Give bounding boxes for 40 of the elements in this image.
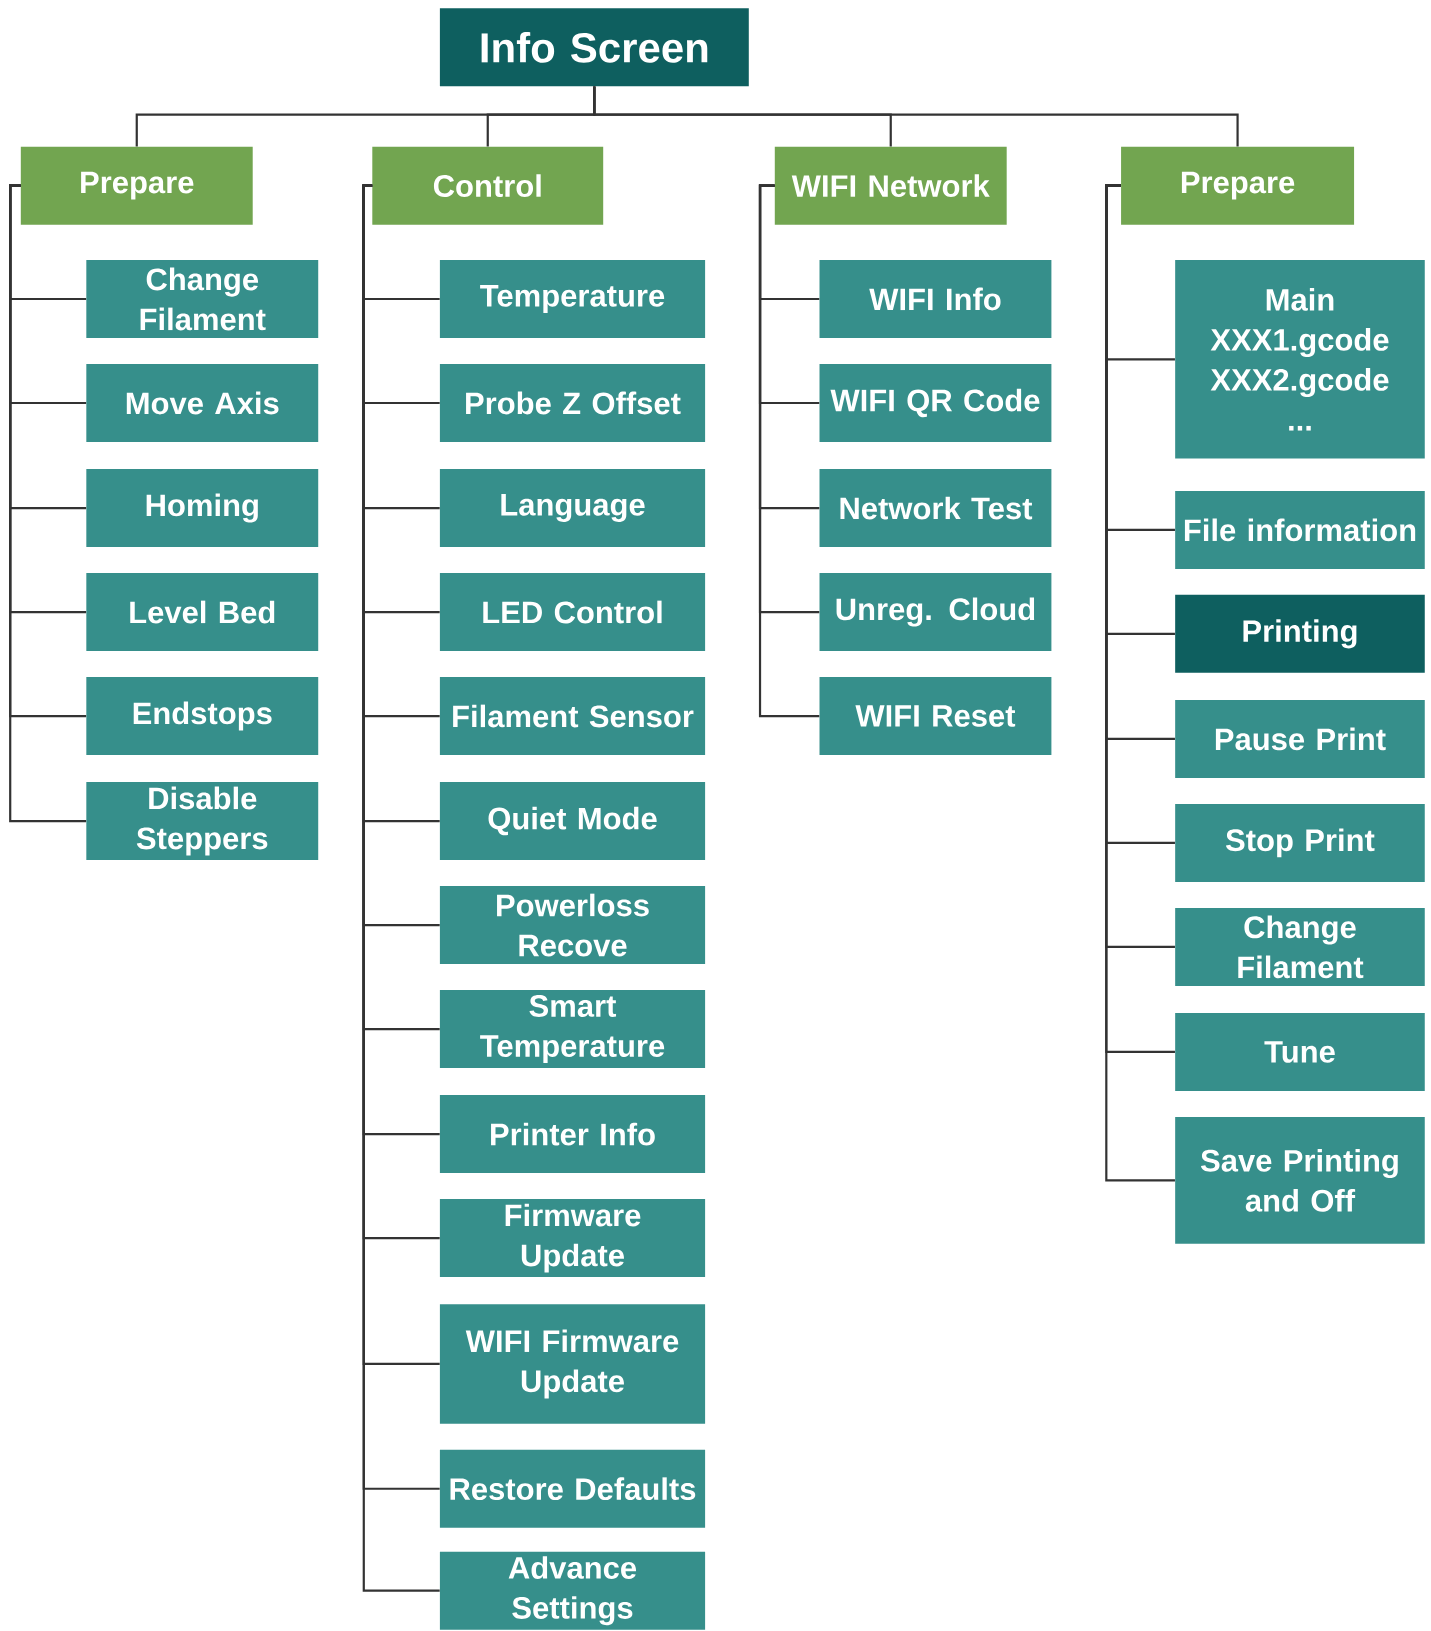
menu-item-box: Printing xyxy=(1175,594,1425,673)
menu-item-box: Powerloss Recove xyxy=(439,886,706,965)
menu-item-box: WIFI QR Code xyxy=(819,364,1052,442)
category-box: Prepare xyxy=(1121,146,1355,225)
menu-item-box: Unreg. Cloud xyxy=(819,573,1052,652)
menu-item-box: Move Axis xyxy=(86,364,319,442)
menu-item-box: Endstops xyxy=(86,677,319,756)
menu-item-box: Language xyxy=(439,469,706,548)
menu-item-box: WIFI Info xyxy=(819,260,1052,338)
menu-item-box: Probe Z Offset xyxy=(439,364,706,442)
menu-item-box: LED Control xyxy=(439,573,706,652)
category-box: WIFI Network xyxy=(774,146,1007,225)
category-box: Control xyxy=(372,146,604,225)
menu-item-box: Pause Print xyxy=(1175,699,1425,778)
menu-item-box: Main XXX1.gcode XXX2.gcode ... xyxy=(1175,260,1425,459)
menu-item-box: Change Filament xyxy=(1175,907,1425,986)
connector-line xyxy=(758,184,820,718)
menu-item-box: Firmware Update xyxy=(439,1199,706,1278)
menu-item-box: Advance Settings xyxy=(439,1551,706,1630)
menu-item-box: Homing xyxy=(86,469,319,548)
menu-item-box: Save Printing and Off xyxy=(1175,1116,1425,1244)
title-box: Info Screen xyxy=(439,8,749,87)
menu-item-box: Quiet Mode xyxy=(439,782,706,861)
menu-item-box: Level Bed xyxy=(86,573,319,652)
category-box: Prepare xyxy=(20,146,253,225)
menu-item-box: WIFI Firmware Update xyxy=(439,1304,706,1424)
menu-item-box: Network Test xyxy=(819,469,1052,548)
menu-item-box: Disable Steppers xyxy=(86,782,319,861)
menu-item-box: File information xyxy=(1175,490,1425,569)
menu-item-box: Filament Sensor xyxy=(439,677,706,756)
menu-item-box: Tune xyxy=(1175,1012,1425,1091)
menu-item-box: Stop Print xyxy=(1175,803,1425,882)
menu-item-box: Temperature xyxy=(439,260,706,338)
menu-item-box: Smart Temperature xyxy=(439,990,706,1069)
connector-line xyxy=(9,184,87,823)
menu-item-box: WIFI Reset xyxy=(819,677,1052,756)
menu-item-box: Change Filament xyxy=(86,260,319,338)
menu-item-box: Restore Defaults xyxy=(439,1449,706,1528)
connector-line xyxy=(593,86,1239,147)
menu-item-box: Printer Info xyxy=(439,1095,706,1174)
